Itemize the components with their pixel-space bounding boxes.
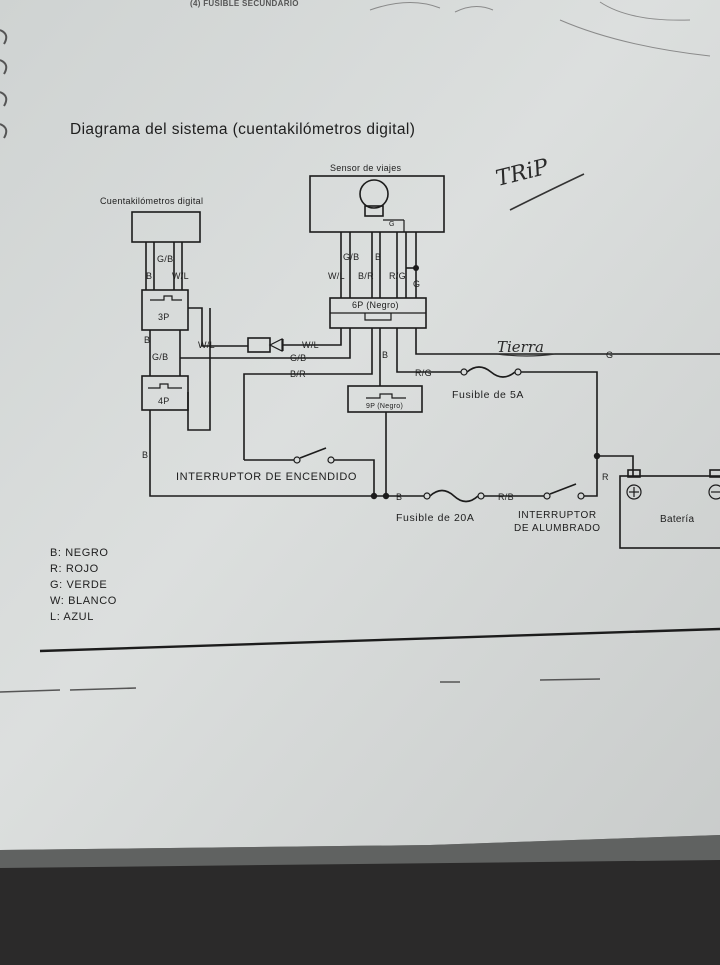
page-edge-shadow bbox=[0, 835, 720, 868]
connector-6p-label: 6P (Negro) bbox=[352, 300, 399, 310]
digital-meter-box bbox=[131, 211, 201, 243]
color-legend: B: NEGRO R: ROJO G: VERDE W: BLANCO L: A… bbox=[50, 547, 117, 623]
fuse-20a-label: Fusible de 20A bbox=[396, 512, 474, 524]
connector-3p bbox=[141, 289, 189, 331]
ignition-switch-label: INTERRUPTOR DE ENCENDIDO bbox=[176, 471, 357, 483]
next-section-fragments bbox=[0, 678, 601, 693]
section-rule bbox=[39, 627, 720, 653]
ground-handwritten-note: Tierra bbox=[497, 338, 544, 356]
wire-label-gb-run: G/B bbox=[290, 353, 306, 363]
connector-9p-label: 9P (Negro) bbox=[366, 403, 403, 410]
top-sketch-marks bbox=[369, 1, 711, 57]
wire-label-br-run: B/R bbox=[290, 369, 306, 379]
legend-item: R: ROJO bbox=[50, 563, 99, 575]
wire-label-b-3p: B bbox=[144, 335, 150, 345]
wire-label-gb-3p: G/B bbox=[152, 352, 168, 362]
wire-label-g-ground: G bbox=[606, 350, 613, 360]
wire-label-b-bottom: B bbox=[396, 492, 402, 502]
legend-item: W: BLANCO bbox=[50, 595, 117, 607]
sensor-internal-g-label: G bbox=[389, 221, 395, 228]
battery-plus-icon bbox=[626, 484, 642, 500]
page-title: Diagrama del sistema (cuentakilómetros d… bbox=[70, 121, 415, 138]
wire-label-rg-run: R/G bbox=[415, 368, 432, 378]
sensor-wires bbox=[340, 232, 419, 298]
battery-label: Batería bbox=[660, 514, 694, 525]
trip-sensor-box bbox=[309, 175, 445, 233]
wl-diode-icon bbox=[247, 337, 284, 353]
wire-label-br-sensor: B/R bbox=[358, 271, 374, 281]
wire-label-gb-meter: G/B bbox=[157, 254, 173, 264]
wire-label-gb-sensor: G/B bbox=[343, 252, 359, 262]
wire-label-wl-sensor: W/L bbox=[328, 271, 345, 281]
legend-item: L: AZUL bbox=[50, 611, 94, 623]
wire-label-b-left: B bbox=[142, 450, 148, 460]
battery-minus-icon bbox=[708, 484, 720, 500]
wire-label-b-9p: B bbox=[382, 350, 388, 360]
wire-label-rb: R/B bbox=[498, 492, 514, 502]
wire-label-wl-right: W/L bbox=[302, 340, 319, 350]
trip-sensor-bulb-icon bbox=[359, 179, 389, 217]
binding-marks bbox=[0, 29, 8, 139]
light-switch-label-line1: INTERRUPTOR bbox=[518, 510, 597, 521]
wire-label-wl-meter: W/L bbox=[172, 271, 189, 281]
legend-item: B: NEGRO bbox=[50, 547, 109, 559]
top-section-title: (4) FUSIBLE SECUNDARIO bbox=[190, 0, 299, 8]
wire-label-b-sensor: B bbox=[375, 252, 381, 262]
wire-label-rg-sensor: R/G bbox=[389, 271, 406, 281]
fuse-5a-label: Fusible de 5A bbox=[452, 389, 524, 401]
wire-label-b-meter: B bbox=[146, 271, 152, 281]
trip-underline bbox=[509, 173, 585, 211]
connector-3p-label: 3P bbox=[158, 312, 170, 322]
battery-box bbox=[619, 475, 720, 549]
wire-label-r-battery: R bbox=[602, 472, 609, 482]
trip-sensor-label: Sensor de viajes bbox=[330, 163, 402, 173]
ignition-switch-icon bbox=[293, 447, 335, 464]
connector-9p bbox=[347, 385, 423, 413]
connector-4p-label: 4P bbox=[158, 396, 170, 406]
wire-label-wl-left: W/L bbox=[198, 340, 215, 350]
digital-meter-label: Cuentakilómetros digital bbox=[100, 196, 203, 206]
light-switch-label-line2: DE ALUMBRADO bbox=[514, 523, 601, 534]
wire-label-g-sensor: G bbox=[413, 279, 420, 289]
legend-item: G: VERDE bbox=[50, 579, 107, 591]
tierra-underline bbox=[496, 353, 556, 357]
